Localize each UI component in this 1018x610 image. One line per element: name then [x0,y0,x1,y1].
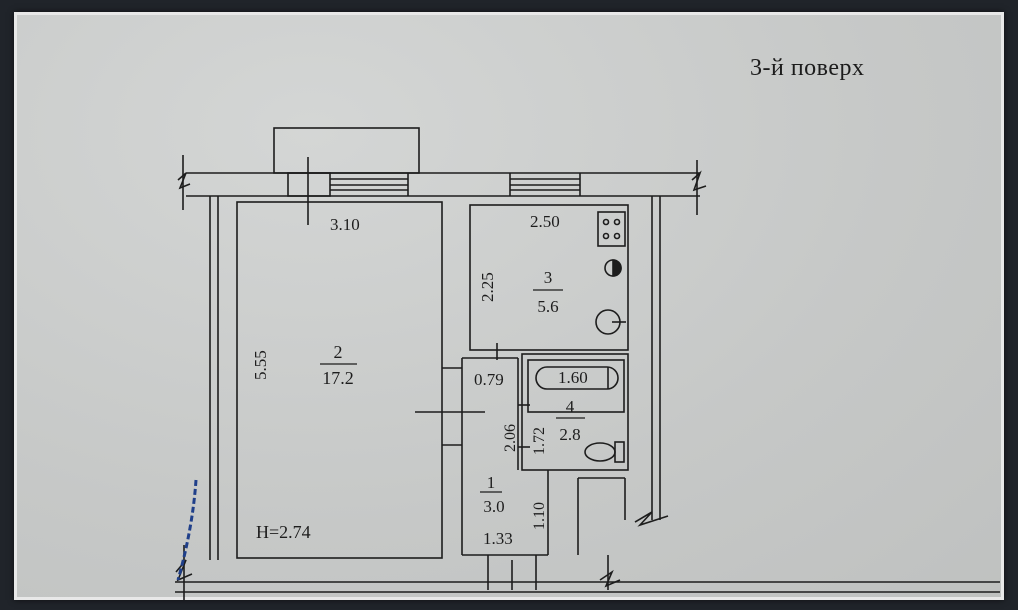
floor-title: 3-й поверх [750,55,865,81]
room1-number: 1 [487,473,496,492]
room1-area: 3.0 [483,497,504,516]
dim-room3-length: 2.25 [478,272,497,302]
stove-icon [597,211,626,247]
balcony-door [287,172,331,197]
paper-sheet [14,12,1004,600]
room4-area: 2.8 [559,425,580,444]
ceiling-height: H=2.74 [256,522,311,542]
room3-area: 5.6 [537,297,558,316]
dim-bath-width: 1.72 [531,427,548,455]
bathtub-icon [535,366,619,390]
dim-corridor-width: 0.79 [474,370,504,389]
balcony [273,127,420,174]
dim-bath-length: 1.60 [558,368,588,387]
dim-hall-length: 1.10 [531,502,548,530]
toilet-icon [584,442,616,462]
room3-number: 3 [544,268,553,287]
dim-room3-width: 2.50 [530,212,560,231]
room2-area: 17.2 [322,368,354,388]
dim-corridor-length: 2.06 [502,424,519,452]
pen-mark [176,479,198,581]
room-3 [469,204,629,351]
room4-number: 4 [566,397,575,416]
dim-room2-length: 5.55 [251,350,270,380]
dim-hall-width: 1.33 [483,529,513,548]
room-2 [236,201,443,559]
room-4-bathroom [521,353,629,471]
dim-room2-width: 3.10 [330,215,360,234]
room2-number: 2 [334,342,343,362]
bath-area [527,359,625,413]
